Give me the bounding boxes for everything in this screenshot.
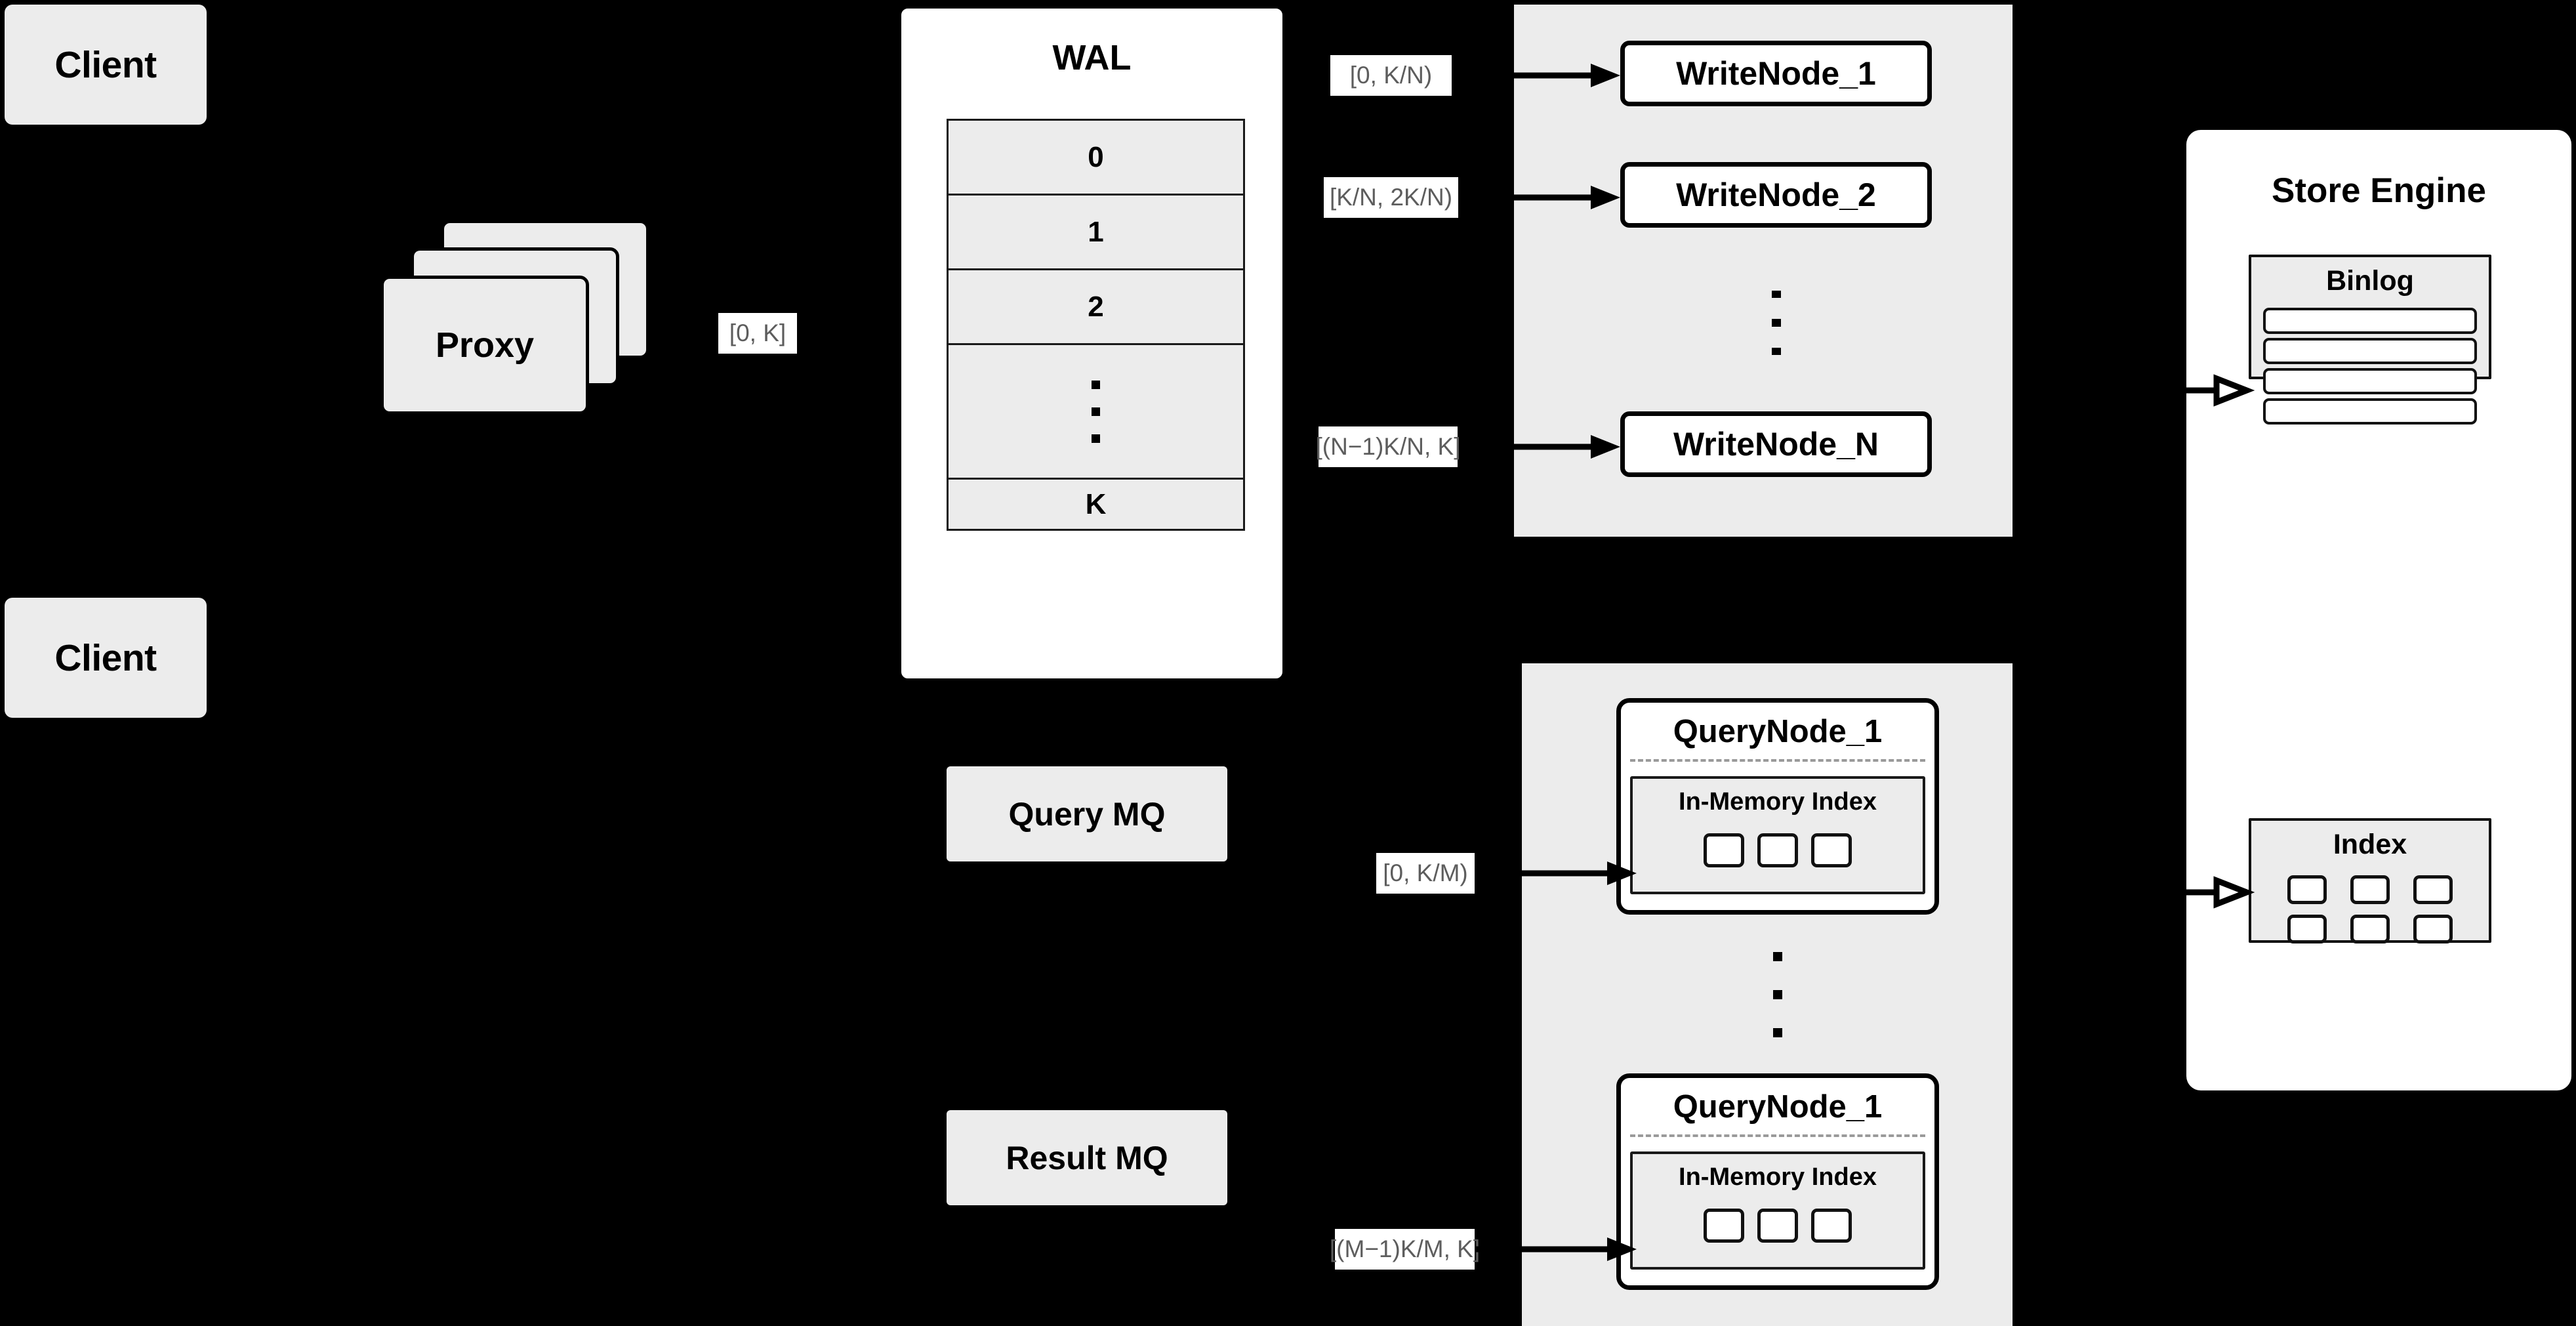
index-cell[interactable] — [2287, 875, 2327, 904]
index-cell[interactable] — [2413, 915, 2453, 943]
write-node-2-range-tag: [K/N, 2K/N) — [1324, 177, 1458, 218]
in-memory-index-box: In-Memory Index — [1630, 1151, 1925, 1270]
arrow-to-write-node-1 — [1460, 64, 1620, 87]
binlog-title: Binlog — [2326, 265, 2414, 297]
write-node-n[interactable]: WriteNode_N — [1620, 411, 1932, 477]
index-cell[interactable] — [2350, 875, 2390, 904]
query-node-divider — [1630, 759, 1925, 762]
wal-panel: WAL 0 1 2 K — [897, 5, 1286, 682]
arrow-into-binlog — [2186, 374, 2255, 407]
wal-row[interactable]: K — [949, 480, 1243, 529]
proxy-label: Proxy — [435, 325, 535, 365]
query-node-divider — [1630, 1134, 1925, 1137]
wal-title: WAL — [1052, 38, 1132, 77]
wal-table: 0 1 2 K — [947, 119, 1245, 531]
proxy-sheet-front[interactable]: Proxy — [380, 276, 589, 415]
query-node-m-range-tag: [(M−1)K/M, K] — [1330, 1229, 1480, 1270]
write-node-label: WriteNode_N — [1673, 426, 1879, 463]
index-cell[interactable] — [1704, 1209, 1744, 1243]
in-memory-index-cells — [1633, 833, 1923, 867]
wal-row-label: 1 — [1088, 215, 1104, 248]
write-node-container: WriteNode_1 WriteNode_2 WriteNode_N — [1514, 5, 2013, 537]
query-node-1-range-tag: [0, K/M) — [1376, 853, 1475, 894]
query-node-1[interactable]: QueryNode_1 In-Memory Index — [1616, 698, 1939, 915]
arrow-to-query-node-1 — [1476, 861, 1637, 885]
index-cell[interactable] — [1704, 833, 1744, 867]
wal-row[interactable]: 0 — [949, 121, 1243, 196]
index-cell[interactable] — [1811, 833, 1852, 867]
index-cell[interactable] — [1811, 1209, 1852, 1243]
binlog-box: Binlog — [2249, 255, 2491, 425]
binlog-row[interactable] — [2263, 368, 2477, 394]
client-box-bottom[interactable]: Client — [5, 598, 207, 718]
proxy-stack[interactable]: Proxy — [380, 220, 682, 430]
query-mq-box[interactable]: Query MQ — [947, 766, 1227, 861]
proxy-range-text: [0, K] — [729, 320, 787, 346]
query-node-title: QueryNode_1 — [1673, 1089, 1883, 1125]
in-memory-index-cells — [1633, 1209, 1923, 1243]
write-node-2[interactable]: WriteNode_2 — [1620, 162, 1932, 228]
write-node-1-range-tag: [0, K/N) — [1330, 55, 1452, 96]
write-node-1[interactable]: WriteNode_1 — [1620, 41, 1932, 106]
query-node-m[interactable]: QueryNode_1 In-Memory Index — [1616, 1073, 1939, 1290]
arrow-to-write-node-n — [1460, 435, 1620, 459]
query-node-container: QueryNode_1 In-Memory Index QueryNode_1 — [1522, 663, 2013, 1326]
wal-row-label: 0 — [1088, 140, 1104, 173]
query-node-title: QueryNode_1 — [1673, 714, 1883, 749]
store-index-grid — [2281, 875, 2459, 943]
index-cell[interactable] — [2413, 875, 2453, 904]
index-cell[interactable] — [2287, 915, 2327, 943]
proxy-range-tag: [0, K] — [718, 313, 797, 354]
write-node-label: WriteNode_1 — [1676, 55, 1876, 92]
query-node-vertical-ellipsis-icon — [1749, 936, 1807, 1054]
write-node-vertical-ellipsis-icon — [1748, 280, 1805, 365]
arrow-to-write-node-2 — [1460, 186, 1620, 209]
client-label: Client — [54, 636, 157, 679]
store-index-title: Index — [2333, 829, 2407, 860]
binlog-row[interactable] — [2263, 338, 2477, 364]
wal-row-ellipsis — [949, 345, 1243, 480]
arrow-to-query-node-m — [1476, 1237, 1637, 1261]
write-node-label: WriteNode_2 — [1676, 176, 1876, 213]
index-cell[interactable] — [1757, 1209, 1798, 1243]
wal-row[interactable]: 2 — [949, 270, 1243, 345]
index-cell[interactable] — [2350, 915, 2390, 943]
result-mq-box[interactable]: Result MQ — [947, 1110, 1227, 1205]
in-memory-index-box: In-Memory Index — [1630, 776, 1925, 894]
in-memory-index-title: In-Memory Index — [1679, 788, 1877, 816]
store-engine-title: Store Engine — [2272, 171, 2486, 210]
store-engine-panel: Store Engine Binlog Index — [2186, 130, 2571, 1090]
in-memory-index-title: In-Memory Index — [1679, 1163, 1877, 1191]
query-mq-label: Query MQ — [1008, 795, 1166, 833]
arrow-into-index — [2186, 876, 2255, 909]
write-node-n-range-tag: [(N−1)K/N, K] — [1315, 426, 1461, 467]
binlog-row[interactable] — [2263, 398, 2477, 425]
vertical-ellipsis-icon — [1092, 371, 1100, 452]
store-index-box: Index — [2249, 818, 2491, 943]
wal-row-label: 2 — [1088, 290, 1104, 323]
client-label: Client — [54, 43, 157, 86]
result-mq-label: Result MQ — [1006, 1139, 1168, 1176]
client-box-top[interactable]: Client — [5, 5, 207, 125]
index-cell[interactable] — [1757, 833, 1798, 867]
wal-row[interactable]: 1 — [949, 196, 1243, 270]
binlog-row[interactable] — [2263, 308, 2477, 334]
binlog-rows — [2251, 308, 2489, 425]
wal-row-label: K — [1085, 487, 1107, 520]
